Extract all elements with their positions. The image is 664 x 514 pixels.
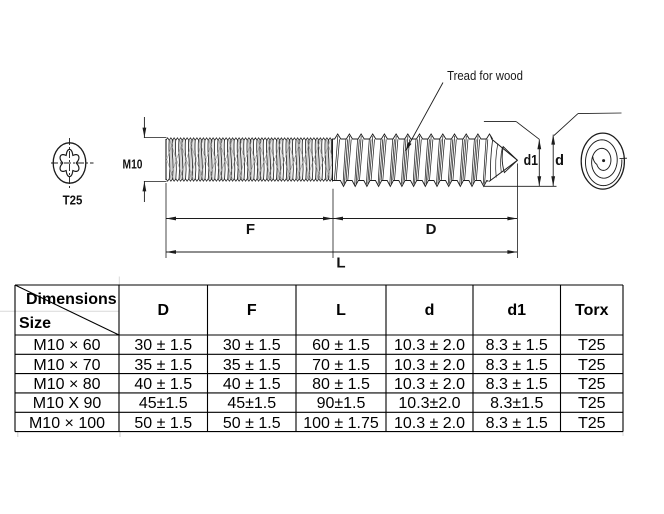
svg-text:F: F — [246, 221, 255, 238]
svg-text:M10: M10 — [123, 159, 143, 172]
svg-text:D: D — [426, 221, 437, 238]
svg-text:d: d — [555, 153, 564, 169]
svg-text:d1: d1 — [524, 152, 539, 168]
svg-text:L: L — [336, 255, 345, 272]
svg-text:T25: T25 — [63, 193, 83, 208]
svg-text:Tread for wood: Tread for wood — [447, 68, 523, 83]
